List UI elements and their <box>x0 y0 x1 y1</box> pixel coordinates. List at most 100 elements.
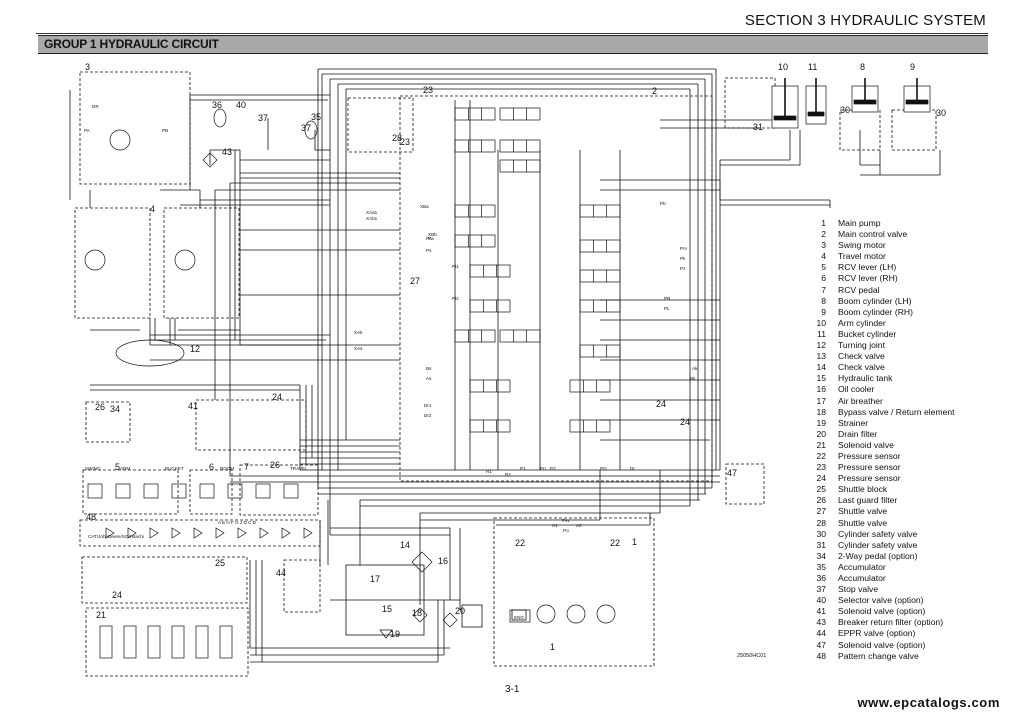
legend-number: 40 <box>816 595 826 606</box>
legend-number: 41 <box>816 606 826 617</box>
component-enclosure <box>85 401 131 443</box>
port-tag: A2 <box>576 523 582 528</box>
callout-number: 31 <box>753 122 763 132</box>
port-tag: A1 <box>552 523 558 528</box>
port-tag: ENG <box>514 615 524 620</box>
pattern-check <box>127 527 137 539</box>
legend-label: Pressure sensor <box>838 462 901 473</box>
port-tag: XAa1 <box>366 210 378 215</box>
spool-valve <box>579 344 621 358</box>
port-tag: BOOM <box>220 466 234 471</box>
spool-valve <box>469 379 511 393</box>
legend-label: EPPR valve (option) <box>838 628 916 639</box>
component-enclosure <box>82 469 179 515</box>
port-tag: DR <box>92 104 99 109</box>
legend-label: Accumulator <box>838 561 886 572</box>
component-enclosure <box>347 97 414 153</box>
legend-number: 4 <box>821 251 826 262</box>
pump-circle <box>566 604 586 624</box>
port-tag: PR <box>664 296 671 301</box>
pump-circle <box>596 604 616 624</box>
page-number: 3-1 <box>505 684 520 695</box>
pattern-check <box>149 527 159 539</box>
spool-valve <box>499 107 541 121</box>
legend-number: 28 <box>816 517 826 528</box>
callout-number: 48 <box>86 512 96 522</box>
port-tag: P1 <box>520 466 526 471</box>
callout-number: 9 <box>910 62 915 72</box>
callout-number: 2 <box>652 86 657 96</box>
component-enclosure <box>283 559 321 613</box>
filter-symbol <box>412 607 428 623</box>
port-tag: As <box>426 376 432 381</box>
callout-number: 30 <box>936 108 946 118</box>
legend-number: 3 <box>821 240 826 251</box>
legend-label: Shuttle valve <box>838 517 888 528</box>
filter-symbol <box>202 152 218 168</box>
component-enclosure <box>493 517 655 667</box>
legend-label: Bucket cylinder <box>838 328 897 339</box>
legend-number: 25 <box>816 484 826 495</box>
port-tag: TRAVEL <box>290 466 308 471</box>
component-enclosure <box>239 464 319 516</box>
legend-label: Travel motor <box>838 251 886 262</box>
callout-number: 10 <box>778 62 788 72</box>
legend-label: Drain filter <box>838 428 878 439</box>
spool-valve <box>454 204 496 218</box>
component-enclosure <box>79 71 191 185</box>
port-tag: PA <box>84 128 91 133</box>
legend-label: Arm cylinder <box>838 317 886 328</box>
legend-number: 36 <box>816 573 826 583</box>
legend-label: Last guard filter <box>838 495 898 506</box>
pattern-check <box>281 527 291 539</box>
port-tag: Pa <box>428 236 434 241</box>
legend-label: Pattern change valve <box>838 650 919 661</box>
rcv-valve <box>283 483 299 499</box>
component-enclosure <box>195 399 307 451</box>
legend-row: 4 Travel motor <box>790 251 990 262</box>
legend-label: Check valve <box>838 351 885 362</box>
spool-valve <box>499 159 541 173</box>
port-tag: Pm <box>680 246 687 251</box>
legend-number: 1 <box>821 218 826 228</box>
port-tag: R1 <box>486 469 492 474</box>
spool-valve <box>579 269 621 283</box>
legend-label: Oil cooler <box>838 384 875 395</box>
callout-number: 47 <box>727 468 737 478</box>
port-tag: Pk <box>680 256 686 261</box>
component-enclosure <box>891 109 937 151</box>
cylinder-piston <box>773 115 797 121</box>
schematic-symbols <box>84 78 931 659</box>
port-tag: XAb1 <box>366 216 378 221</box>
port-tag: Ak <box>692 366 698 371</box>
component-enclosure <box>189 469 233 515</box>
group-title: GROUP 1 HYDRAULIC CIRCUIT <box>44 37 219 51</box>
legend-number: 16 <box>816 384 826 395</box>
rcv-valve <box>171 483 187 499</box>
port-tag: XAk <box>354 330 363 335</box>
section-title: SECTION 3 HYDRAULIC SYSTEM <box>744 12 986 29</box>
spool-valve <box>469 264 511 278</box>
pattern-check <box>259 527 269 539</box>
pattern-check <box>171 527 181 539</box>
legend-label: Stop valve <box>838 584 879 595</box>
legend-number: 15 <box>816 373 826 384</box>
callout-number: 14 <box>400 540 410 550</box>
spool-valve <box>569 379 611 393</box>
legend-label: Breaker return filter (option) <box>838 617 944 628</box>
port-tag: XBa <box>420 204 429 209</box>
legend-number: 12 <box>816 340 826 351</box>
solenoid-valve <box>147 625 161 659</box>
